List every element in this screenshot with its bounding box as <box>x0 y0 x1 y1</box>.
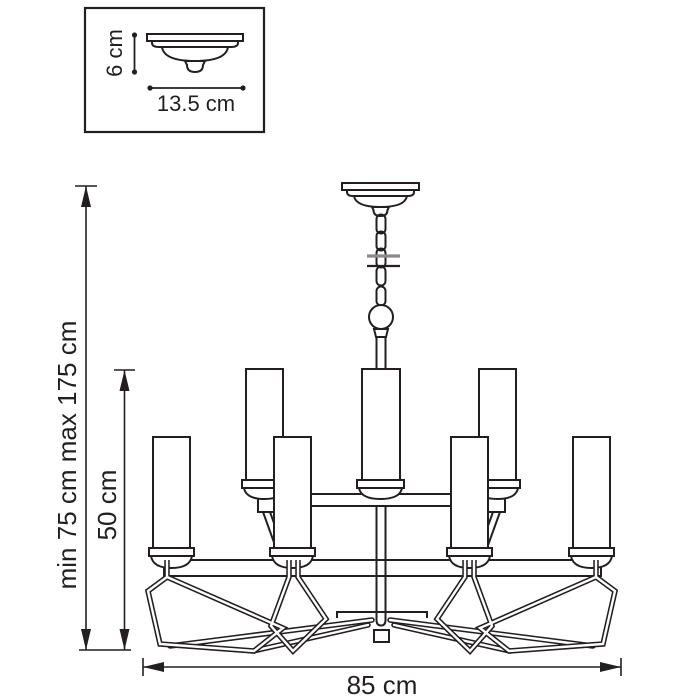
canopy-nipple <box>183 60 207 74</box>
lower-ring-bar <box>163 559 602 577</box>
chain-link <box>375 230 387 252</box>
candle-holder <box>148 547 195 557</box>
canopy-dome <box>352 195 409 209</box>
candle-cup-dome <box>357 487 404 501</box>
candle-cup-dome <box>149 555 194 570</box>
ball-neck <box>372 328 390 338</box>
suspension-chain <box>367 213 400 307</box>
canopy-plate <box>146 33 244 42</box>
ball-joint <box>368 304 394 330</box>
candle-holder <box>446 547 493 557</box>
chain-link <box>375 265 387 287</box>
central-rod-lower <box>375 560 387 627</box>
inset-ceiling-mount: 6 cm 13.5 cm <box>83 6 266 134</box>
hub-nub <box>373 629 390 643</box>
chain-link <box>375 285 387 307</box>
wire-pendants <box>144 560 619 655</box>
canopy <box>341 182 420 218</box>
canopy-plate <box>341 182 420 191</box>
inset-width-dimension: 13.5 cm <box>147 85 246 116</box>
canopy-nipple <box>370 206 391 218</box>
spoke-rods <box>167 617 596 654</box>
bottom-ornaments <box>144 560 619 655</box>
candle-holder <box>269 547 316 557</box>
inset-width-label: 13.5 cm <box>157 91 235 116</box>
dimension-suspension-height: min 75 cm max 175 cm <box>52 185 97 650</box>
dimensions: min 75 cm max 175 cm 50 cm 85 cm <box>52 185 622 700</box>
inset-border <box>83 6 266 134</box>
candle-cup-dome <box>569 555 614 570</box>
canopy-step <box>151 40 239 48</box>
body-height-label: 50 cm <box>92 470 122 541</box>
dimension-width: 85 cm <box>142 658 622 700</box>
upper-stem <box>375 337 387 372</box>
dimension-body-height: 50 cm <box>79 369 135 651</box>
hub-plate <box>336 611 428 618</box>
width-label: 85 cm <box>347 670 418 700</box>
chandelier <box>144 182 619 655</box>
candle-cup-dome <box>270 555 315 570</box>
candle-upper-center <box>361 368 401 481</box>
central-rod <box>375 499 387 560</box>
candle-holder <box>568 547 615 557</box>
candle-lower-4 <box>572 436 611 549</box>
candle-lower-3 <box>450 436 489 549</box>
lower-tier <box>148 436 615 627</box>
suspension-height-label: min 75 cm max 175 cm <box>52 321 82 590</box>
inset-canopy-profile <box>146 33 244 74</box>
chain-link <box>375 213 387 235</box>
candle-cup-dome <box>447 555 492 570</box>
candle-lower-2 <box>273 436 312 549</box>
candle-holder <box>356 479 405 489</box>
inset-height-label: 6 cm <box>102 29 127 77</box>
inset-height-dimension: 6 cm <box>102 29 138 77</box>
candle-lower-1 <box>152 436 191 549</box>
